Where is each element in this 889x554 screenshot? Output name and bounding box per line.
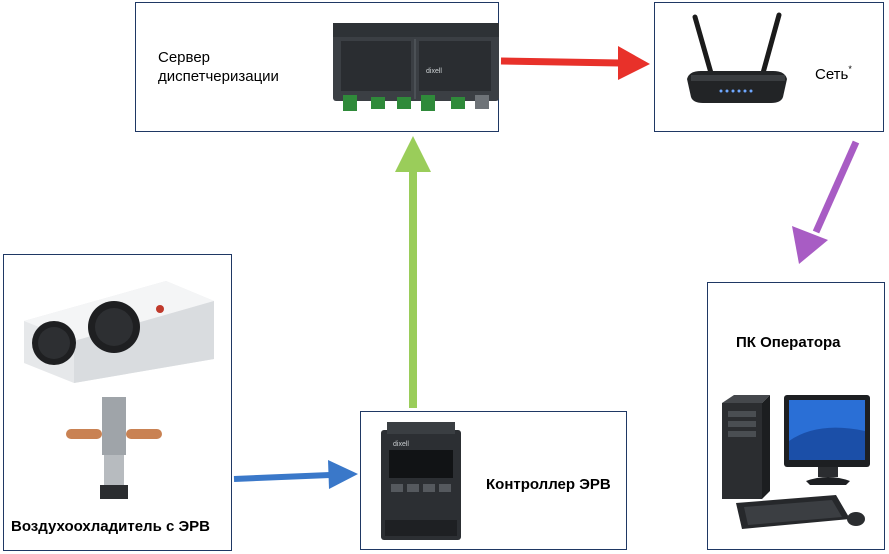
operator-pc-node: ПК Оператора [707, 282, 885, 550]
network-label: Сеть* [815, 61, 852, 84]
air-cooler-unit-image [24, 281, 214, 383]
network-node: Сеть* [654, 2, 884, 132]
server-label-line1: Сервер [158, 49, 211, 66]
evr-controller-label: Контроллер ЭРВ [486, 476, 611, 493]
air-cooler-node: Воздухоохладитель с ЭРВ [3, 254, 232, 551]
dixell-controller-device-image: dixell [381, 422, 461, 540]
network-footnote-mark: * [848, 64, 852, 74]
wifi-router-icon [687, 12, 787, 103]
expansion-valve-image [66, 397, 162, 499]
operator-pc-label: ПК Оператора [736, 334, 841, 351]
evr-controller-node: dixell Контроллер ЭРВ [360, 411, 627, 550]
dixell-server-device-image: dixell [333, 23, 499, 111]
air-cooler-label: Воздухоохладитель с ЭРВ [11, 518, 210, 535]
desktop-computer-icon [722, 395, 870, 529]
network-label-text: Сеть [815, 66, 849, 83]
server-node: Сервер диспетчеризации dixell [135, 2, 499, 132]
controller-brand-text: dixell [393, 441, 409, 448]
server-label-line2: диспетчеризации [158, 68, 279, 85]
server-brand-text: dixell [426, 68, 442, 75]
